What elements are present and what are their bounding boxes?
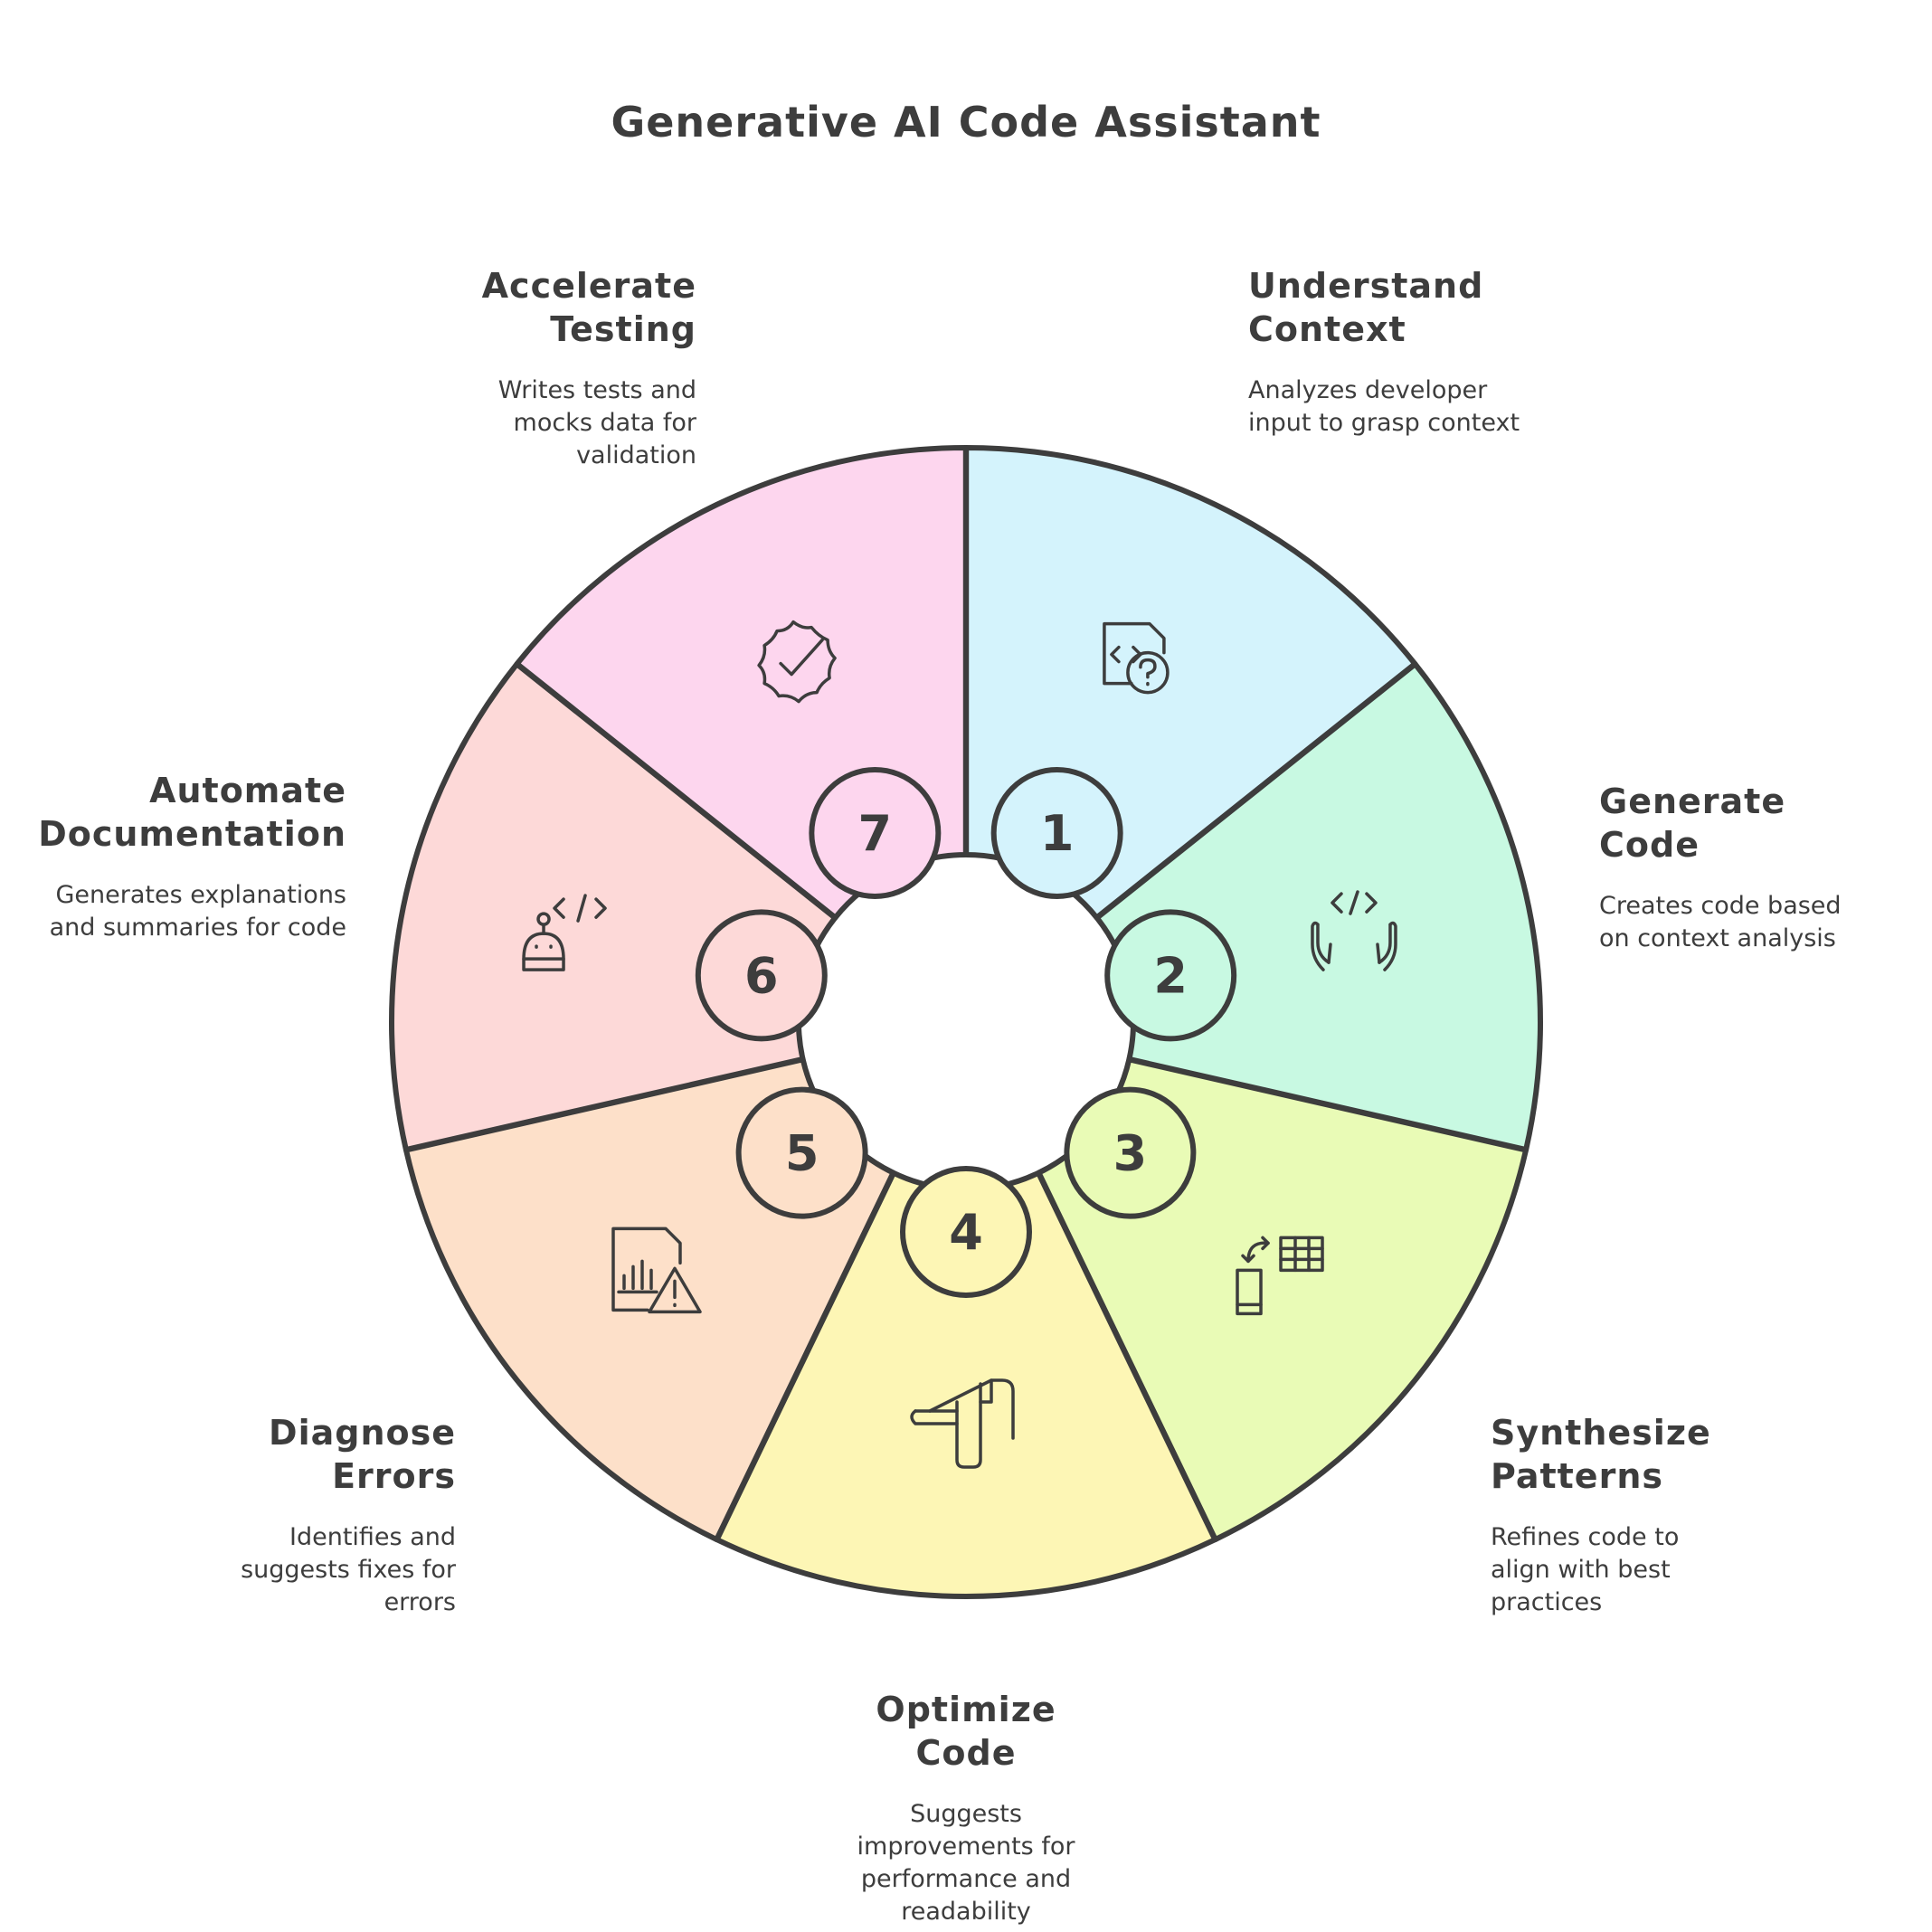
step-1-badge: 1 <box>990 766 1123 899</box>
step-6-title: Automate Documentation <box>38 771 346 854</box>
step-3-number: 3 <box>1113 1125 1148 1182</box>
step-4-badge-circle <box>900 1166 1032 1298</box>
step-4-label: Optimize Code Suggests improvements for … <box>830 1688 1102 1928</box>
step-5-badge: 5 <box>735 1086 868 1219</box>
step-4-badge: 4 <box>900 1166 1032 1298</box>
step-1-badge-circle <box>990 766 1123 899</box>
step-4-number: 4 <box>949 1204 983 1261</box>
step-5-title: Diagnose Errors <box>269 1413 456 1496</box>
step-1-number: 1 <box>1040 805 1075 862</box>
step-7-label: Accelerate Testing Writes tests and mock… <box>434 264 696 472</box>
step-5-badge-circle <box>735 1086 868 1219</box>
step-3-badge-circle <box>1064 1086 1197 1219</box>
page-title: Generative AI Code Assistant <box>611 98 1321 147</box>
step-7-badge-circle <box>809 766 942 899</box>
hands-code-icon <box>1311 890 1397 971</box>
step-2-badge: 2 <box>1104 909 1237 1042</box>
chart-file-warning-icon <box>611 1226 702 1314</box>
step-5-description: Identifies and suggests fixes for errors <box>241 1523 456 1616</box>
step-7-number: 7 <box>858 805 893 862</box>
step-7-title: Accelerate Testing <box>481 266 696 349</box>
step-5-label: Diagnose Errors Identifies and suggests … <box>190 1411 456 1619</box>
step-2-badge-circle <box>1104 909 1237 1042</box>
step-7-description: Writes tests and mocks data for validati… <box>497 376 696 469</box>
step-6-number: 6 <box>744 947 779 1004</box>
step-3-label: Synthesize Patterns Refines code to alig… <box>1491 1411 1717 1619</box>
step-6-description: Generates explanations and summaries for… <box>49 881 346 942</box>
code-file-question-icon <box>1103 621 1170 695</box>
step-3-title: Synthesize Patterns <box>1491 1413 1711 1496</box>
step-2-description: Creates code based on context analysis <box>1599 892 1842 952</box>
step-7-badge: 7 <box>809 766 942 899</box>
step-6-badge-circle <box>695 909 828 1042</box>
robot-code-icon <box>522 894 607 971</box>
step-1-description: Analyzes developer input to grasp contex… <box>1248 376 1520 437</box>
step-3-description: Refines code to align with best practice… <box>1491 1523 1680 1616</box>
step-5-number: 5 <box>785 1125 819 1182</box>
scroll-icon <box>910 1378 1015 1469</box>
step-3-badge: 3 <box>1064 1086 1197 1219</box>
mobile-table-transfer-icon <box>1236 1236 1324 1316</box>
step-2-label: Generate Code Creates code based on cont… <box>1599 780 1843 955</box>
step-4-description: Suggests improvements for performance an… <box>857 1800 1075 1926</box>
step-2-title: Generate Code <box>1599 781 1786 865</box>
step-1-label: Understand Context Analyzes developer in… <box>1248 264 1547 440</box>
step-2-number: 2 <box>1153 947 1188 1004</box>
step-1-title: Understand Context <box>1248 266 1484 349</box>
step-6-label: Automate Documentation Generates explana… <box>36 769 346 944</box>
step-4-title: Optimize Code <box>876 1690 1056 1773</box>
step-6-badge: 6 <box>695 909 828 1042</box>
badge-check-icon <box>757 620 837 704</box>
